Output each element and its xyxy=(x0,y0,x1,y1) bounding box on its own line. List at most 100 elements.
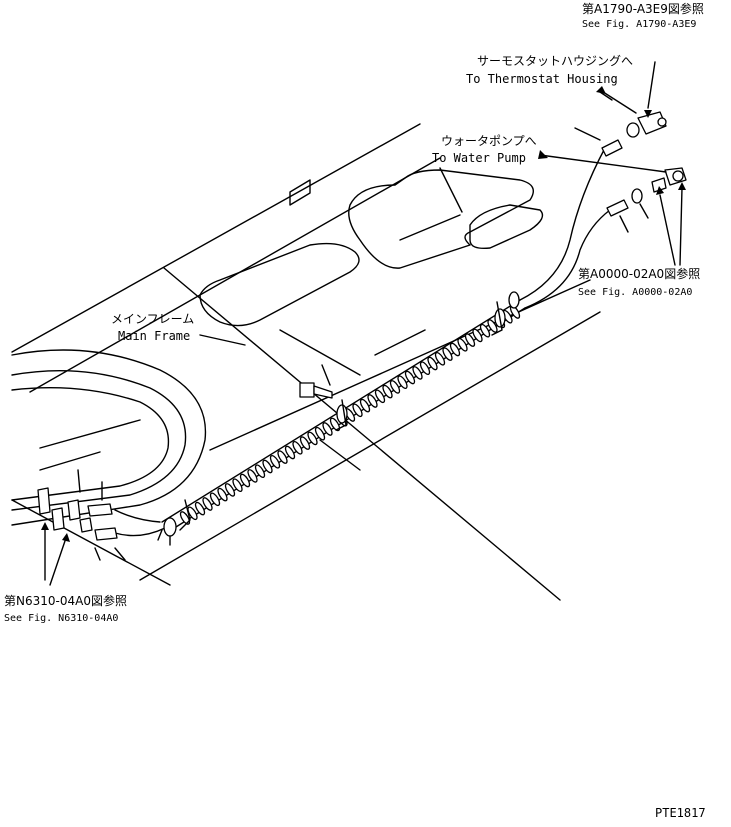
ref-a0000-leader-2 xyxy=(679,187,683,266)
left-fitting-2 xyxy=(51,507,65,531)
left-fitting-leaders xyxy=(77,469,126,561)
frame-center-line xyxy=(209,279,591,451)
ref-n6310-jp-label: 第N6310-04A0図参照 xyxy=(4,594,127,608)
ref-n6310-en-label: See Fig. N6310-04A0 xyxy=(4,613,119,624)
frame-left-opening-outer xyxy=(11,349,207,526)
thermostat-elbow-end xyxy=(657,117,667,127)
water-pump-direction-arrow xyxy=(538,150,548,159)
spiral-wrap xyxy=(239,473,251,488)
spiral-wrap xyxy=(277,450,288,464)
thermostat-leader-2 xyxy=(599,91,613,101)
frame-rib-2 xyxy=(279,329,361,376)
frame-left-opening-inner xyxy=(11,369,187,511)
left-hose-end-2 xyxy=(94,527,118,541)
ref-a1790-leader xyxy=(647,61,656,109)
frame-opening-divider xyxy=(399,214,461,241)
ref-n6310-leader-2 xyxy=(49,537,67,586)
ref-a0000-arrow-1 xyxy=(656,186,664,195)
spiral-wrap xyxy=(314,426,326,441)
bolt-head xyxy=(299,382,315,398)
spiral-wrap xyxy=(389,380,401,394)
drawing-id-label: PTE1817 xyxy=(655,806,706,820)
water-pump-clamp xyxy=(631,188,643,204)
hose-clamps xyxy=(157,291,520,546)
left-hose-end-1 xyxy=(87,503,113,517)
frame-middle-opening xyxy=(199,242,360,327)
spiral-wrap xyxy=(292,441,303,455)
water-pump-elbow-end xyxy=(672,170,684,182)
hose-to-thermostat xyxy=(524,209,611,309)
spiral-wrap xyxy=(284,445,296,460)
thermostat-jp-label: サーモスタットハウジングへ xyxy=(477,54,634,68)
clamp-left-bracket xyxy=(157,529,171,546)
ref-a1790-arrow xyxy=(644,110,652,118)
frame-bracket xyxy=(289,179,311,206)
left-fitting-3 xyxy=(67,499,81,521)
spiral-wrap xyxy=(367,394,378,408)
spiral-wrap xyxy=(382,384,393,399)
ref-a0000-en-label: See Fig. A0000-02A0 xyxy=(578,287,693,298)
water-pump-adapter xyxy=(651,177,667,193)
spiral-wrap xyxy=(194,501,206,516)
clamp-right-2 xyxy=(508,291,520,309)
thermostat-hose-end xyxy=(601,139,623,157)
ref-n6310-arrow-1 xyxy=(41,522,49,530)
spiral-wrap xyxy=(419,361,431,375)
spiral-wrap xyxy=(464,333,476,347)
spiral-wrap xyxy=(262,459,273,474)
water-pump-leader-2 xyxy=(639,203,649,219)
ref-a0000-jp-label: 第A0000-02A0図参照 xyxy=(578,267,701,281)
frame-rib-1 xyxy=(163,267,561,601)
frame-left-crossbar xyxy=(39,419,141,449)
thermostat-elbow xyxy=(637,111,667,135)
spiral-wrap xyxy=(449,342,461,357)
water-pump-fittings xyxy=(538,150,687,266)
clamp-bracket-a xyxy=(179,499,191,531)
hose-to-water-pump xyxy=(519,147,606,301)
spiral-wrap xyxy=(434,352,446,366)
water-pump-en-label: To Water Pump xyxy=(432,151,526,165)
spiral-wrap xyxy=(374,389,386,404)
spiral-wrap xyxy=(322,422,333,436)
bolt-shank xyxy=(313,385,333,399)
thermostat-en-label: To Thermostat Housing xyxy=(466,72,618,86)
spiral-wrap xyxy=(487,319,498,333)
water-pump-label-leader xyxy=(439,167,463,213)
water-pump-direction-line xyxy=(539,154,667,173)
spiral-wrap xyxy=(329,417,341,432)
thermostat-fittings xyxy=(574,61,667,157)
left-fittings xyxy=(37,469,126,586)
thermostat-direction-line xyxy=(599,89,637,114)
spiral-wrap xyxy=(299,436,311,450)
spiral-wrap xyxy=(397,375,408,389)
clamp-left xyxy=(163,517,177,537)
frame-top-edge xyxy=(11,123,421,353)
frame-rib-3 xyxy=(374,329,426,356)
hose-left-end-2 xyxy=(114,527,166,537)
frame-bottom-edge xyxy=(139,311,601,581)
spiral-wrap xyxy=(472,328,483,343)
frame-left-crossbar2 xyxy=(39,451,101,471)
spiral-wrap xyxy=(442,347,453,361)
frame-rib-4 xyxy=(319,439,361,471)
spiral-wrap xyxy=(359,398,371,413)
clamp-middle-bracket xyxy=(335,399,347,431)
thermostat-direction-arrow xyxy=(596,86,606,94)
main-frame-jp-label: メインフレーム xyxy=(111,312,195,326)
thermostat-leader xyxy=(574,127,601,141)
frame-left-opening-inner2 xyxy=(11,387,170,501)
left-fitting-4 xyxy=(79,517,93,533)
ref-a0000-leader-1 xyxy=(659,194,676,266)
bolt-leader xyxy=(321,364,331,386)
ref-a0000-arrow-2 xyxy=(678,182,686,190)
hose-left-end xyxy=(114,509,161,523)
left-fitting-1 xyxy=(37,487,51,515)
spiral-wrap xyxy=(352,403,363,418)
ref-a1790-jp-label: 第A1790-A3E9図参照 xyxy=(582,2,704,16)
spiral-wrap xyxy=(202,497,213,511)
spiral-protector xyxy=(179,305,521,525)
spiral-wrap xyxy=(209,492,221,507)
spiral-wrap xyxy=(269,455,281,469)
